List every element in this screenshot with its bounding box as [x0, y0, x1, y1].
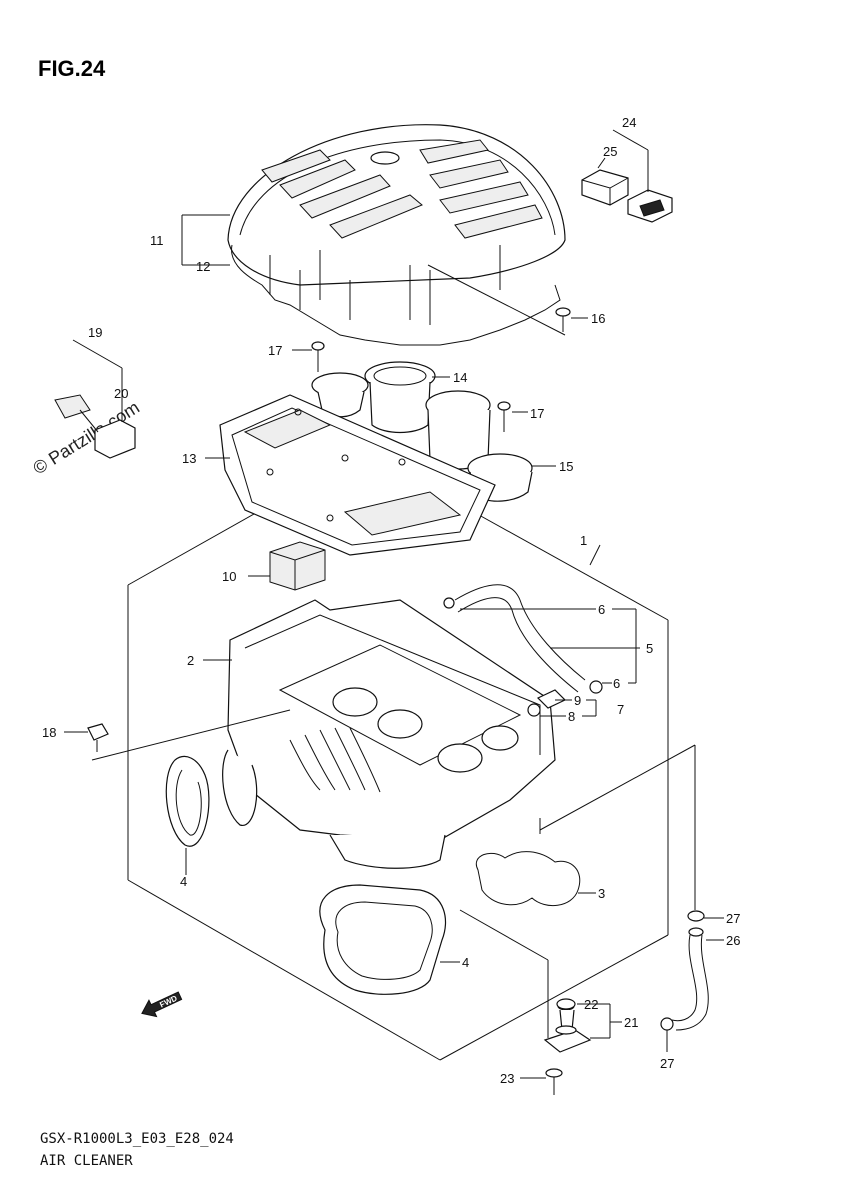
callout-11: 11: [150, 233, 164, 248]
callout-6a: 6: [598, 602, 605, 617]
connector-25: [581, 169, 629, 206]
callout-12: 12: [196, 259, 210, 274]
callout-26: 26: [726, 933, 740, 948]
callout-10: 10: [222, 569, 236, 584]
seal-4-left: [165, 749, 258, 847]
callout-14: 14: [453, 370, 467, 385]
callout-25: 25: [603, 144, 617, 159]
screw-17b: [497, 401, 511, 432]
seal-4-center: [319, 884, 447, 995]
callout-4a: 4: [180, 874, 187, 889]
callout-6b: 6: [613, 676, 620, 691]
callout-18: 18: [42, 725, 56, 740]
callout-20: 20: [114, 386, 128, 401]
callout-27a: 27: [726, 911, 740, 926]
fwd-arrow: FWD: [141, 991, 183, 1018]
fwd-label: FWD: [158, 994, 179, 1010]
callout-21: 21: [624, 1015, 638, 1030]
figure-title: FIG.24: [38, 56, 106, 81]
callout-3: 3: [598, 886, 605, 901]
case-ribs: [289, 727, 381, 793]
filter-element-13: [219, 394, 496, 556]
bolt-18: [87, 723, 109, 752]
callout-23: 23: [500, 1071, 514, 1086]
callout-16: 16: [591, 311, 605, 326]
callout-17a: 17: [268, 343, 282, 358]
screw-16: [555, 307, 571, 332]
callout-27b: 27: [660, 1056, 674, 1071]
funnel-15: [425, 390, 533, 502]
callout-22: 22: [584, 997, 598, 1012]
cover-ribs: [261, 139, 543, 239]
callout-15: 15: [559, 459, 573, 474]
callout-19: 19: [88, 325, 102, 340]
hose-5: [443, 584, 603, 694]
connector-24: [627, 189, 673, 223]
footer-code: GSX-R1000L3_E03_E28_024: [40, 1131, 234, 1147]
assembly-outline: [127, 504, 669, 1061]
callout-2: 2: [187, 653, 194, 668]
callout-7: 7: [617, 702, 624, 717]
cover-assembly: [227, 124, 566, 346]
callout-1: 1: [580, 533, 587, 548]
o-ring-22: [556, 998, 576, 1010]
cover-gasket: [231, 244, 561, 346]
callout-9: 9: [574, 693, 581, 708]
callout-5: 5: [646, 641, 653, 656]
screw-23: [545, 1068, 563, 1095]
clamp-27-top: [687, 910, 705, 922]
cover-posts: [269, 245, 501, 325]
callout-8: 8: [568, 709, 575, 724]
clamp-27-bottom: [660, 1017, 674, 1031]
clamp-8: [527, 703, 541, 717]
screw-17a: [311, 341, 325, 372]
sponge-10: [269, 541, 326, 591]
drain-hose-26: [671, 927, 709, 1031]
sensor-20: [54, 394, 136, 459]
callout-24: 24: [622, 115, 636, 130]
callout-13: 13: [182, 451, 196, 466]
case-2: [227, 599, 556, 869]
callout-17b: 17: [530, 406, 544, 421]
footer-name: AIR CLEANER: [40, 1153, 133, 1169]
gasket-3: [475, 851, 581, 906]
callout-4b: 4: [462, 955, 469, 970]
